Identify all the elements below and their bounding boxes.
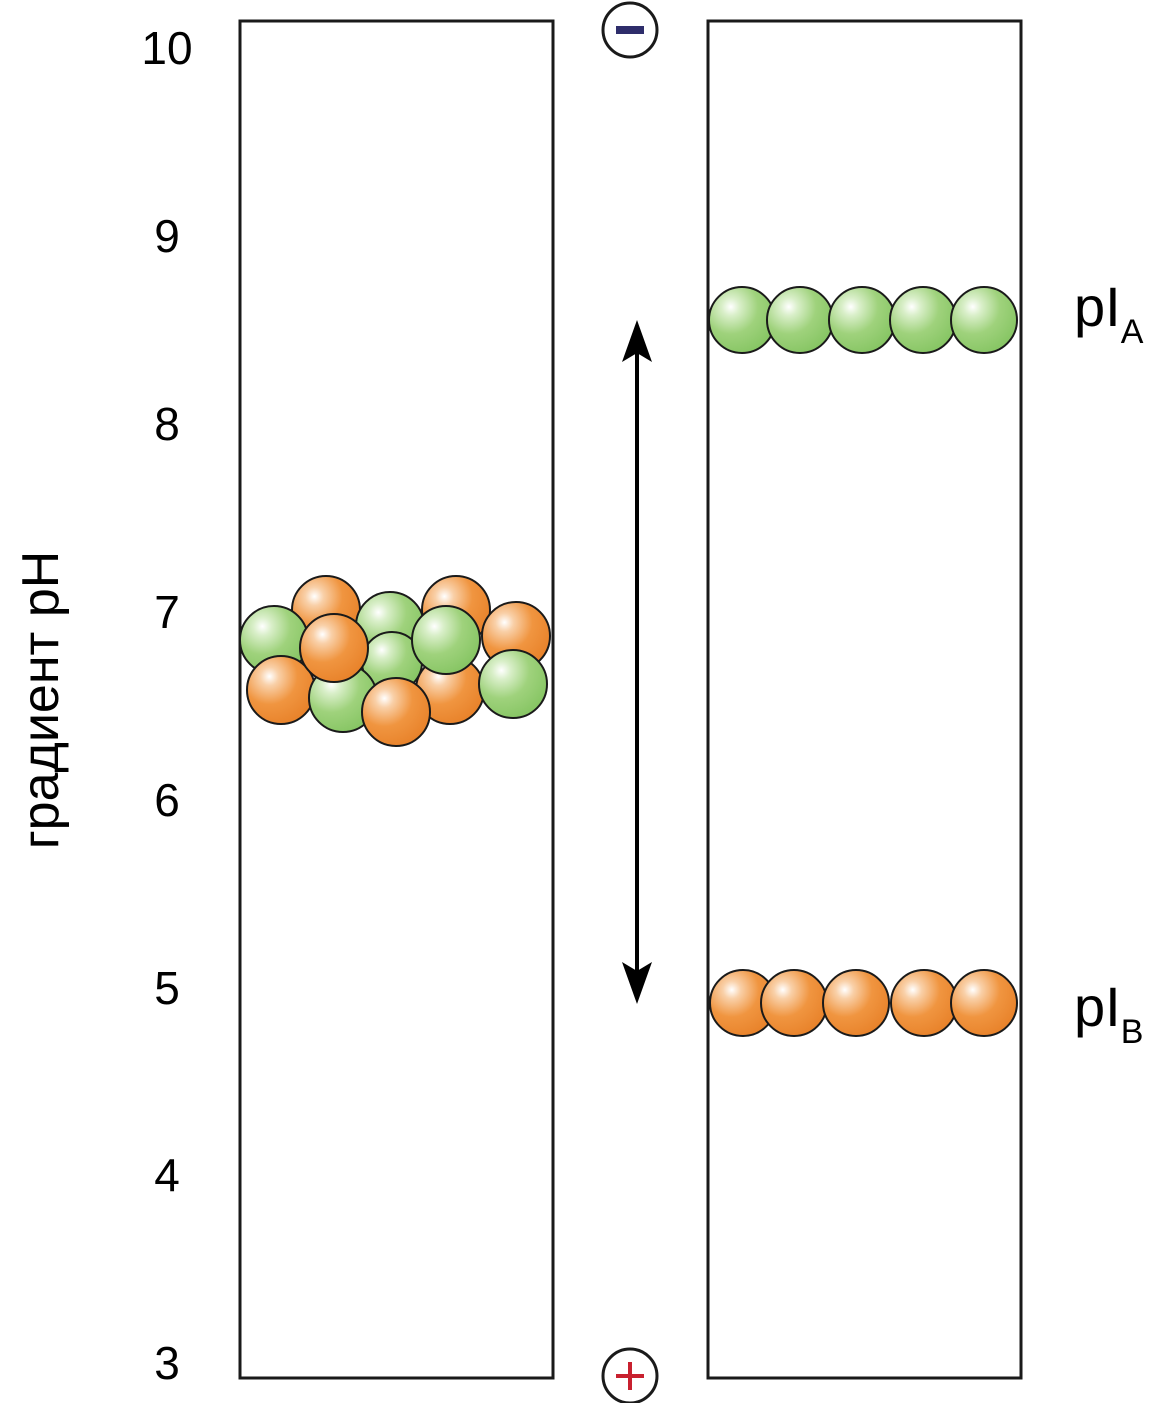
pi-a-label: pIA [1074, 275, 1144, 351]
protein-a-sphere [411, 605, 481, 675]
protein-a-sphere [708, 286, 776, 354]
protein-a-sphere [889, 286, 957, 354]
minus-icon [616, 26, 644, 34]
protein-b-sphere [299, 613, 369, 683]
gel-strip-before [238, 19, 555, 1380]
protein-b-sphere [950, 969, 1018, 1037]
anode-indicator [601, 1347, 659, 1403]
ph-tick-4: 4 [154, 1149, 180, 1201]
ph-tick-6: 6 [154, 774, 180, 826]
protein-a-sphere [766, 286, 834, 354]
pi-b-main: pI [1074, 975, 1121, 1038]
protein-b-sphere [361, 677, 431, 747]
protein-a-sphere [950, 286, 1018, 354]
migration-arrow [622, 320, 652, 1004]
ph-tick-8: 8 [154, 398, 180, 450]
ph-tick-5: 5 [154, 962, 180, 1014]
ph-scale: 10 9 8 7 6 5 4 3 [141, 22, 192, 1389]
pi-a-subscript: A [1121, 313, 1144, 351]
ph-gradient-title: градиент pH [12, 551, 70, 850]
protein-b-band [709, 969, 1018, 1037]
pi-a-main: pI [1074, 275, 1121, 338]
plus-icon [628, 1362, 632, 1390]
protein-b-sphere [890, 969, 958, 1037]
cathode-indicator [601, 1, 659, 59]
protein-b-sphere [760, 969, 828, 1037]
ph-tick-3: 3 [154, 1337, 180, 1389]
ph-tick-7: 7 [154, 586, 180, 638]
protein-a-sphere [478, 649, 548, 719]
arrow-down-icon [622, 962, 652, 1004]
mixed-protein-cluster [239, 575, 551, 747]
protein-a-band [708, 286, 1018, 354]
gel-strip-after [706, 19, 1023, 1380]
pi-b-subscript: B [1121, 1013, 1144, 1051]
pi-b-label: pIB [1074, 975, 1143, 1051]
ph-tick-10: 10 [141, 22, 192, 74]
arrow-up-icon [622, 320, 652, 362]
protein-a-sphere [828, 286, 896, 354]
protein-b-sphere [822, 969, 890, 1037]
ph-tick-9: 9 [154, 210, 180, 262]
